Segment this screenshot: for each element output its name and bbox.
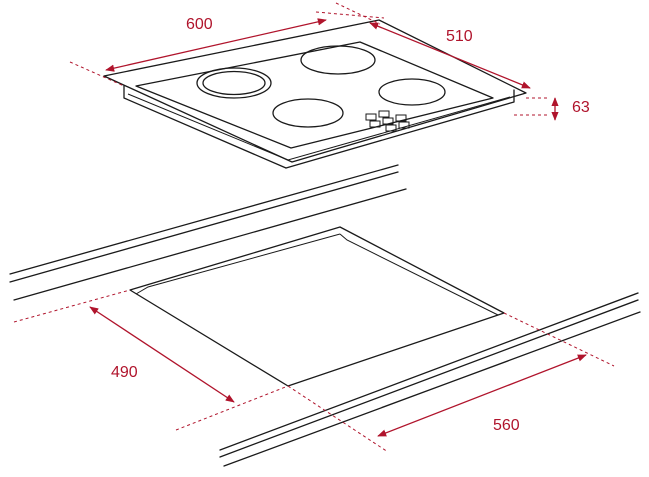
cooking-zone-front-left	[196, 67, 272, 99]
hob-glass-inner	[135, 41, 494, 149]
hob-frame-side-left	[123, 85, 287, 169]
cooking-zone-back-right	[378, 78, 446, 106]
hob-depth-dimension-line	[369, 22, 531, 89]
cutout-width-label: 560	[493, 417, 520, 434]
cooking-zone-front-right	[272, 98, 344, 128]
countertop	[9, 164, 641, 467]
cutout-inner-edge-right	[339, 233, 499, 316]
hob-depth-ext-top	[335, 2, 381, 25]
hob-width-ext-right	[315, 11, 385, 19]
cutout-depth-ext-front	[175, 385, 289, 431]
hob-width-ext-left	[69, 61, 125, 87]
cutout-width-dimension-line	[377, 354, 587, 437]
cutout-depth-label: 490	[111, 364, 138, 381]
cooking-zone-back-left	[300, 45, 376, 75]
cutout-inner-edge-left	[135, 233, 341, 295]
hob-width-label: 600	[186, 16, 213, 33]
cutout-width-ext-left	[287, 385, 389, 453]
hob-width-dimension-line	[105, 18, 327, 72]
cutout-depth-ext-back	[13, 289, 131, 323]
control-panel	[365, 110, 410, 132]
hob-height-label: 63	[572, 99, 590, 116]
hob-frame-inner-edge	[127, 93, 511, 161]
cutout-width-ext-right	[503, 312, 615, 367]
cutout-depth-dimension-line	[89, 306, 235, 403]
hob-depth-label: 510	[446, 28, 473, 45]
hob-frame-side-right	[285, 89, 515, 169]
